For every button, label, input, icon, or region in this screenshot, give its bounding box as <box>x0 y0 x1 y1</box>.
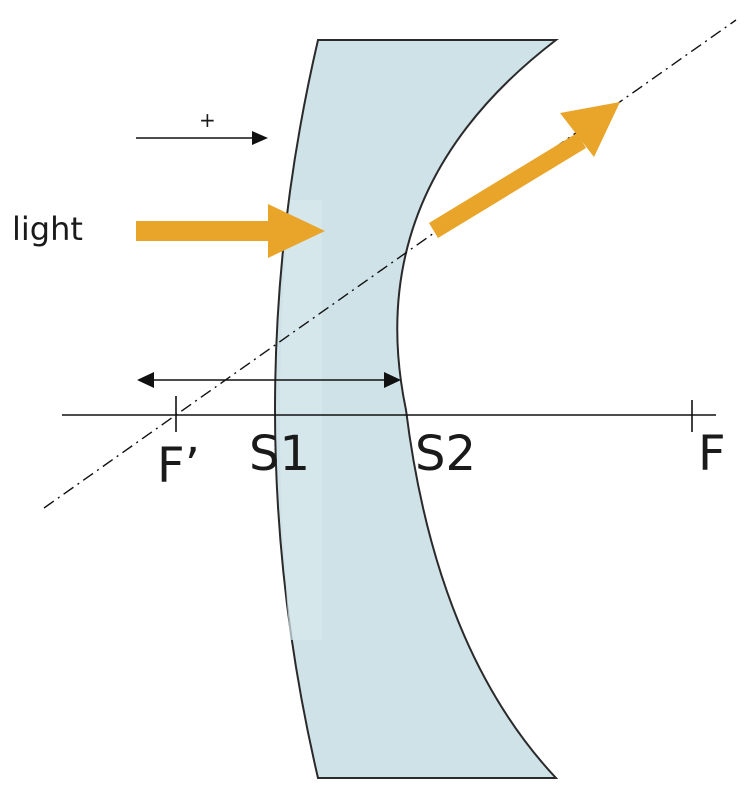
thickness-arrowhead-left <box>137 372 154 388</box>
f-prime-label: F’ <box>157 438 200 494</box>
sign-convention-arrowhead <box>252 131 268 145</box>
f-label: F <box>698 426 726 482</box>
construction-line <box>43 19 737 509</box>
lens-highlight <box>280 200 322 640</box>
incoming-light-shaft <box>136 221 270 241</box>
incoming-light-arrowhead <box>268 204 325 258</box>
outgoing-light-shaft <box>429 133 586 238</box>
s1-label: S1 <box>249 426 310 482</box>
light-label: light <box>12 210 83 248</box>
lens-body <box>274 39 559 779</box>
outgoing-light-arrowhead <box>560 102 620 157</box>
thickness-arrowhead-right <box>384 372 401 388</box>
s2-label: S2 <box>415 426 476 482</box>
sign-label: + <box>199 108 216 132</box>
